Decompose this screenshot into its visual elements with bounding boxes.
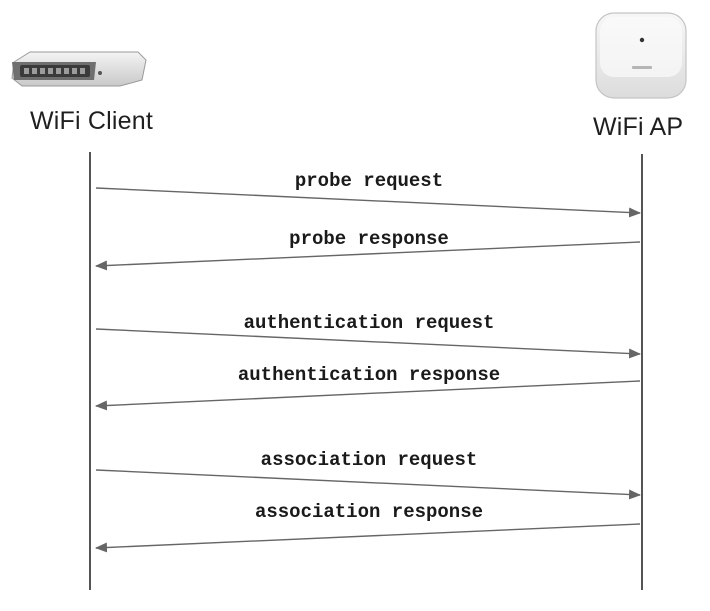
message-label: authentication request (244, 312, 495, 334)
router-device-icon (11, 51, 147, 87)
message-arrow (95, 241, 641, 271)
message-arrow (95, 328, 641, 359)
message-label: association request (261, 449, 478, 471)
messages: probe request probe response authenticatio… (95, 170, 641, 553)
message-label: authentication response (238, 364, 500, 386)
message-label: probe response (289, 228, 449, 250)
message-label: association response (255, 501, 483, 523)
access-point-icon (595, 12, 687, 99)
message-arrow (95, 380, 641, 411)
ap-label: WiFi AP (593, 113, 684, 141)
message-arrow (95, 523, 641, 553)
message-arrow (95, 469, 641, 500)
client-label: WiFi Client (30, 107, 154, 135)
message-label: probe request (295, 170, 443, 192)
message-arrow (95, 187, 641, 218)
